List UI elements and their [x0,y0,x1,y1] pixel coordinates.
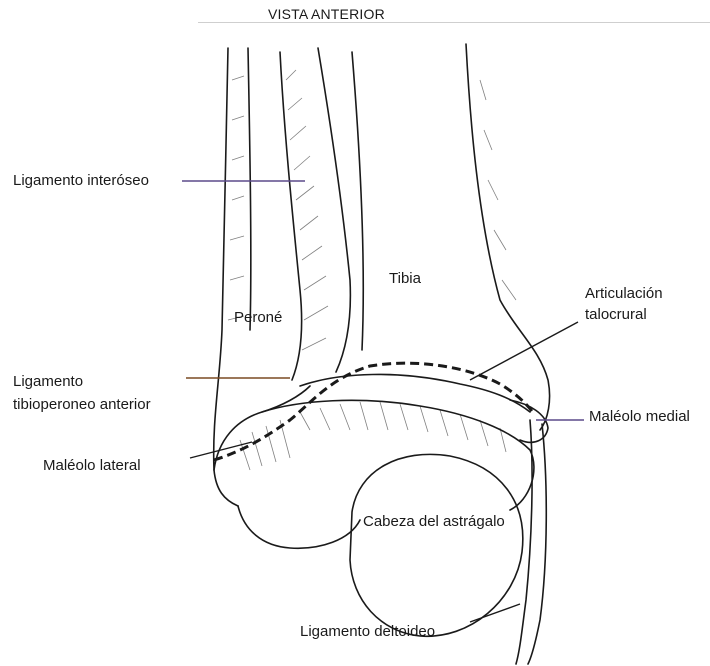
label-articulacion: Articulación [585,283,663,305]
tibia-lateral-edge [352,52,363,350]
leader-articulacion [470,322,578,380]
fibula-inner-edge [248,48,251,330]
label-perone: Peroné [234,307,282,329]
label-maleolo-lateral: Maléolo lateral [43,455,141,477]
label-cabeza-astragalo: Cabeza del astrágalo [363,511,505,533]
label-tibioperoneo-anterior: tibioperoneo anterior [13,394,151,416]
label-tibia: Tibia [389,268,421,290]
label-talocrural: talocrural [585,304,647,326]
label-ligamento-deltoideo: Ligamento deltoideo [300,621,435,643]
talus-lower [238,506,360,548]
deltoid-ligament [516,420,532,664]
talus-head [350,454,523,636]
tibia-medial-edge [466,44,550,430]
label-ligamento-interoseo: Ligamento interóseo [13,170,149,192]
label-maleolo-medial: Maléolo medial [589,406,690,428]
interosseous-band-right [318,48,350,372]
label-ligamento-tibioperoneo: Ligamento [13,371,83,393]
lateral-malleolus [214,386,310,470]
